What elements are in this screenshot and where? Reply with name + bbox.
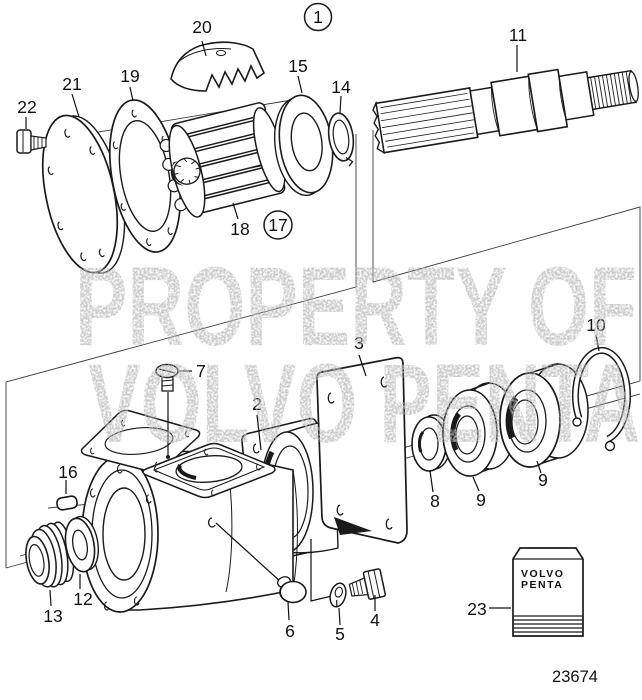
callout-11[interactable]: 11 [509,25,527,45]
end-cover-plate-part [41,114,126,274]
callout-14[interactable]: 14 [331,77,351,97]
circlip-part [572,346,631,452]
callout-7[interactable]: 7 [196,361,206,381]
callout-18[interactable]: 18 [230,219,249,239]
washer-part [64,515,100,573]
pin-part [56,495,78,511]
callout-15[interactable]: 15 [288,56,307,76]
callout-3[interactable]: 3 [354,333,364,353]
callout-23[interactable]: 23 [467,599,486,619]
callout-2[interactable]: 2 [252,394,262,414]
wear-washer-part [273,94,334,197]
callout-17[interactable]: 17 [263,210,293,240]
kit-brand-line2: PENTA [521,579,563,591]
callout-13[interactable]: 13 [43,606,62,626]
parts-kit-box: VOLVO PENTA [512,547,584,637]
callout-6[interactable]: 6 [285,621,295,641]
watermark-line1: PROPERTY OF [75,244,637,369]
cover-screw-part [16,129,47,154]
callout-19[interactable]: 19 [120,66,139,86]
kit-brand-line1: VOLVO [521,568,564,580]
callout-8[interactable]: 8 [430,491,440,511]
callout-10[interactable]: 10 [586,315,606,335]
callout-16[interactable]: 16 [58,462,77,482]
housing-screw-part [155,363,192,459]
cover-gasket-part [109,99,181,253]
callout-4[interactable]: 4 [370,610,380,630]
callout-21[interactable]: 21 [62,74,81,94]
grooved-plug-part [25,521,75,588]
drain-plug-part [215,522,307,604]
cam-part [170,41,266,92]
svg-text:1[interactable]: 1 [313,7,323,27]
svg-text:17[interactable]: 17 [268,215,287,235]
callout-5[interactable]: 5 [335,624,345,644]
callout-1[interactable]: 1 [303,2,333,32]
callout-12[interactable]: 12 [73,589,92,609]
property-watermark: PROPERTY OF VOLVO PENTA [75,244,640,466]
pump-housing-part [80,409,298,613]
callout-leaders [25,40,600,626]
figure-number: 23674 [552,668,598,686]
lock-washer-part [329,582,347,608]
pump-shaft-part [372,68,639,155]
callout-9b[interactable]: 9 [538,470,548,490]
seal-ring-small-part [327,112,355,167]
bent-leader-line [310,539,337,602]
callout-9a[interactable]: 9 [476,490,486,510]
callout-22[interactable]: 22 [17,97,36,117]
watermark-line2: VOLVO PENTA [88,341,640,466]
impeller-part [159,102,286,218]
flange-bolt-part [348,568,387,600]
callout-20[interactable]: 20 [192,17,212,37]
